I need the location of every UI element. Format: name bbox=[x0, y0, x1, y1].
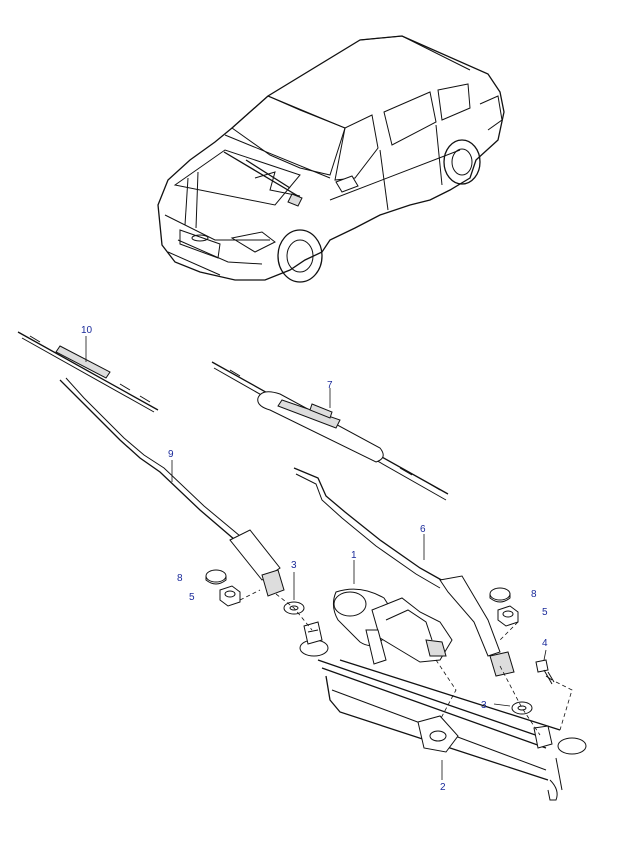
part-5-nut-right bbox=[497, 605, 519, 627]
car-illustration bbox=[157, 35, 505, 283]
part-7-wiper-blade bbox=[211, 361, 449, 501]
part-8-cap-left bbox=[205, 569, 227, 585]
callout-4: 4 bbox=[542, 638, 548, 649]
part-6-wiper-arm bbox=[293, 467, 515, 677]
callout-1: 1 bbox=[351, 550, 357, 561]
callout-5-right: 5 bbox=[542, 607, 548, 618]
assembly-leader-lines bbox=[239, 589, 573, 736]
part-1-wiper-motor bbox=[332, 560, 453, 665]
callout-8-right: 8 bbox=[531, 589, 537, 600]
part-3-washer-right bbox=[493, 701, 533, 715]
callout-8-left: 8 bbox=[177, 573, 183, 584]
part-10-wiper-blade bbox=[17, 331, 159, 413]
callout-3-right: 3 bbox=[481, 700, 487, 711]
callout-2: 2 bbox=[440, 782, 446, 793]
callout-5-left: 5 bbox=[189, 592, 195, 603]
part-4-bolt bbox=[535, 649, 555, 685]
callout-3-left: 3 bbox=[291, 560, 297, 571]
callout-7: 7 bbox=[327, 380, 333, 391]
callout-10: 10 bbox=[81, 325, 93, 336]
part-9-wiper-arm bbox=[59, 377, 285, 597]
callout-9: 9 bbox=[168, 449, 174, 460]
part-8-cap-right bbox=[489, 587, 511, 603]
callout-6: 6 bbox=[420, 524, 426, 535]
part-2-linkage bbox=[299, 621, 587, 801]
part-5-nut-left bbox=[219, 585, 241, 607]
part-3-washer-left bbox=[283, 572, 305, 615]
